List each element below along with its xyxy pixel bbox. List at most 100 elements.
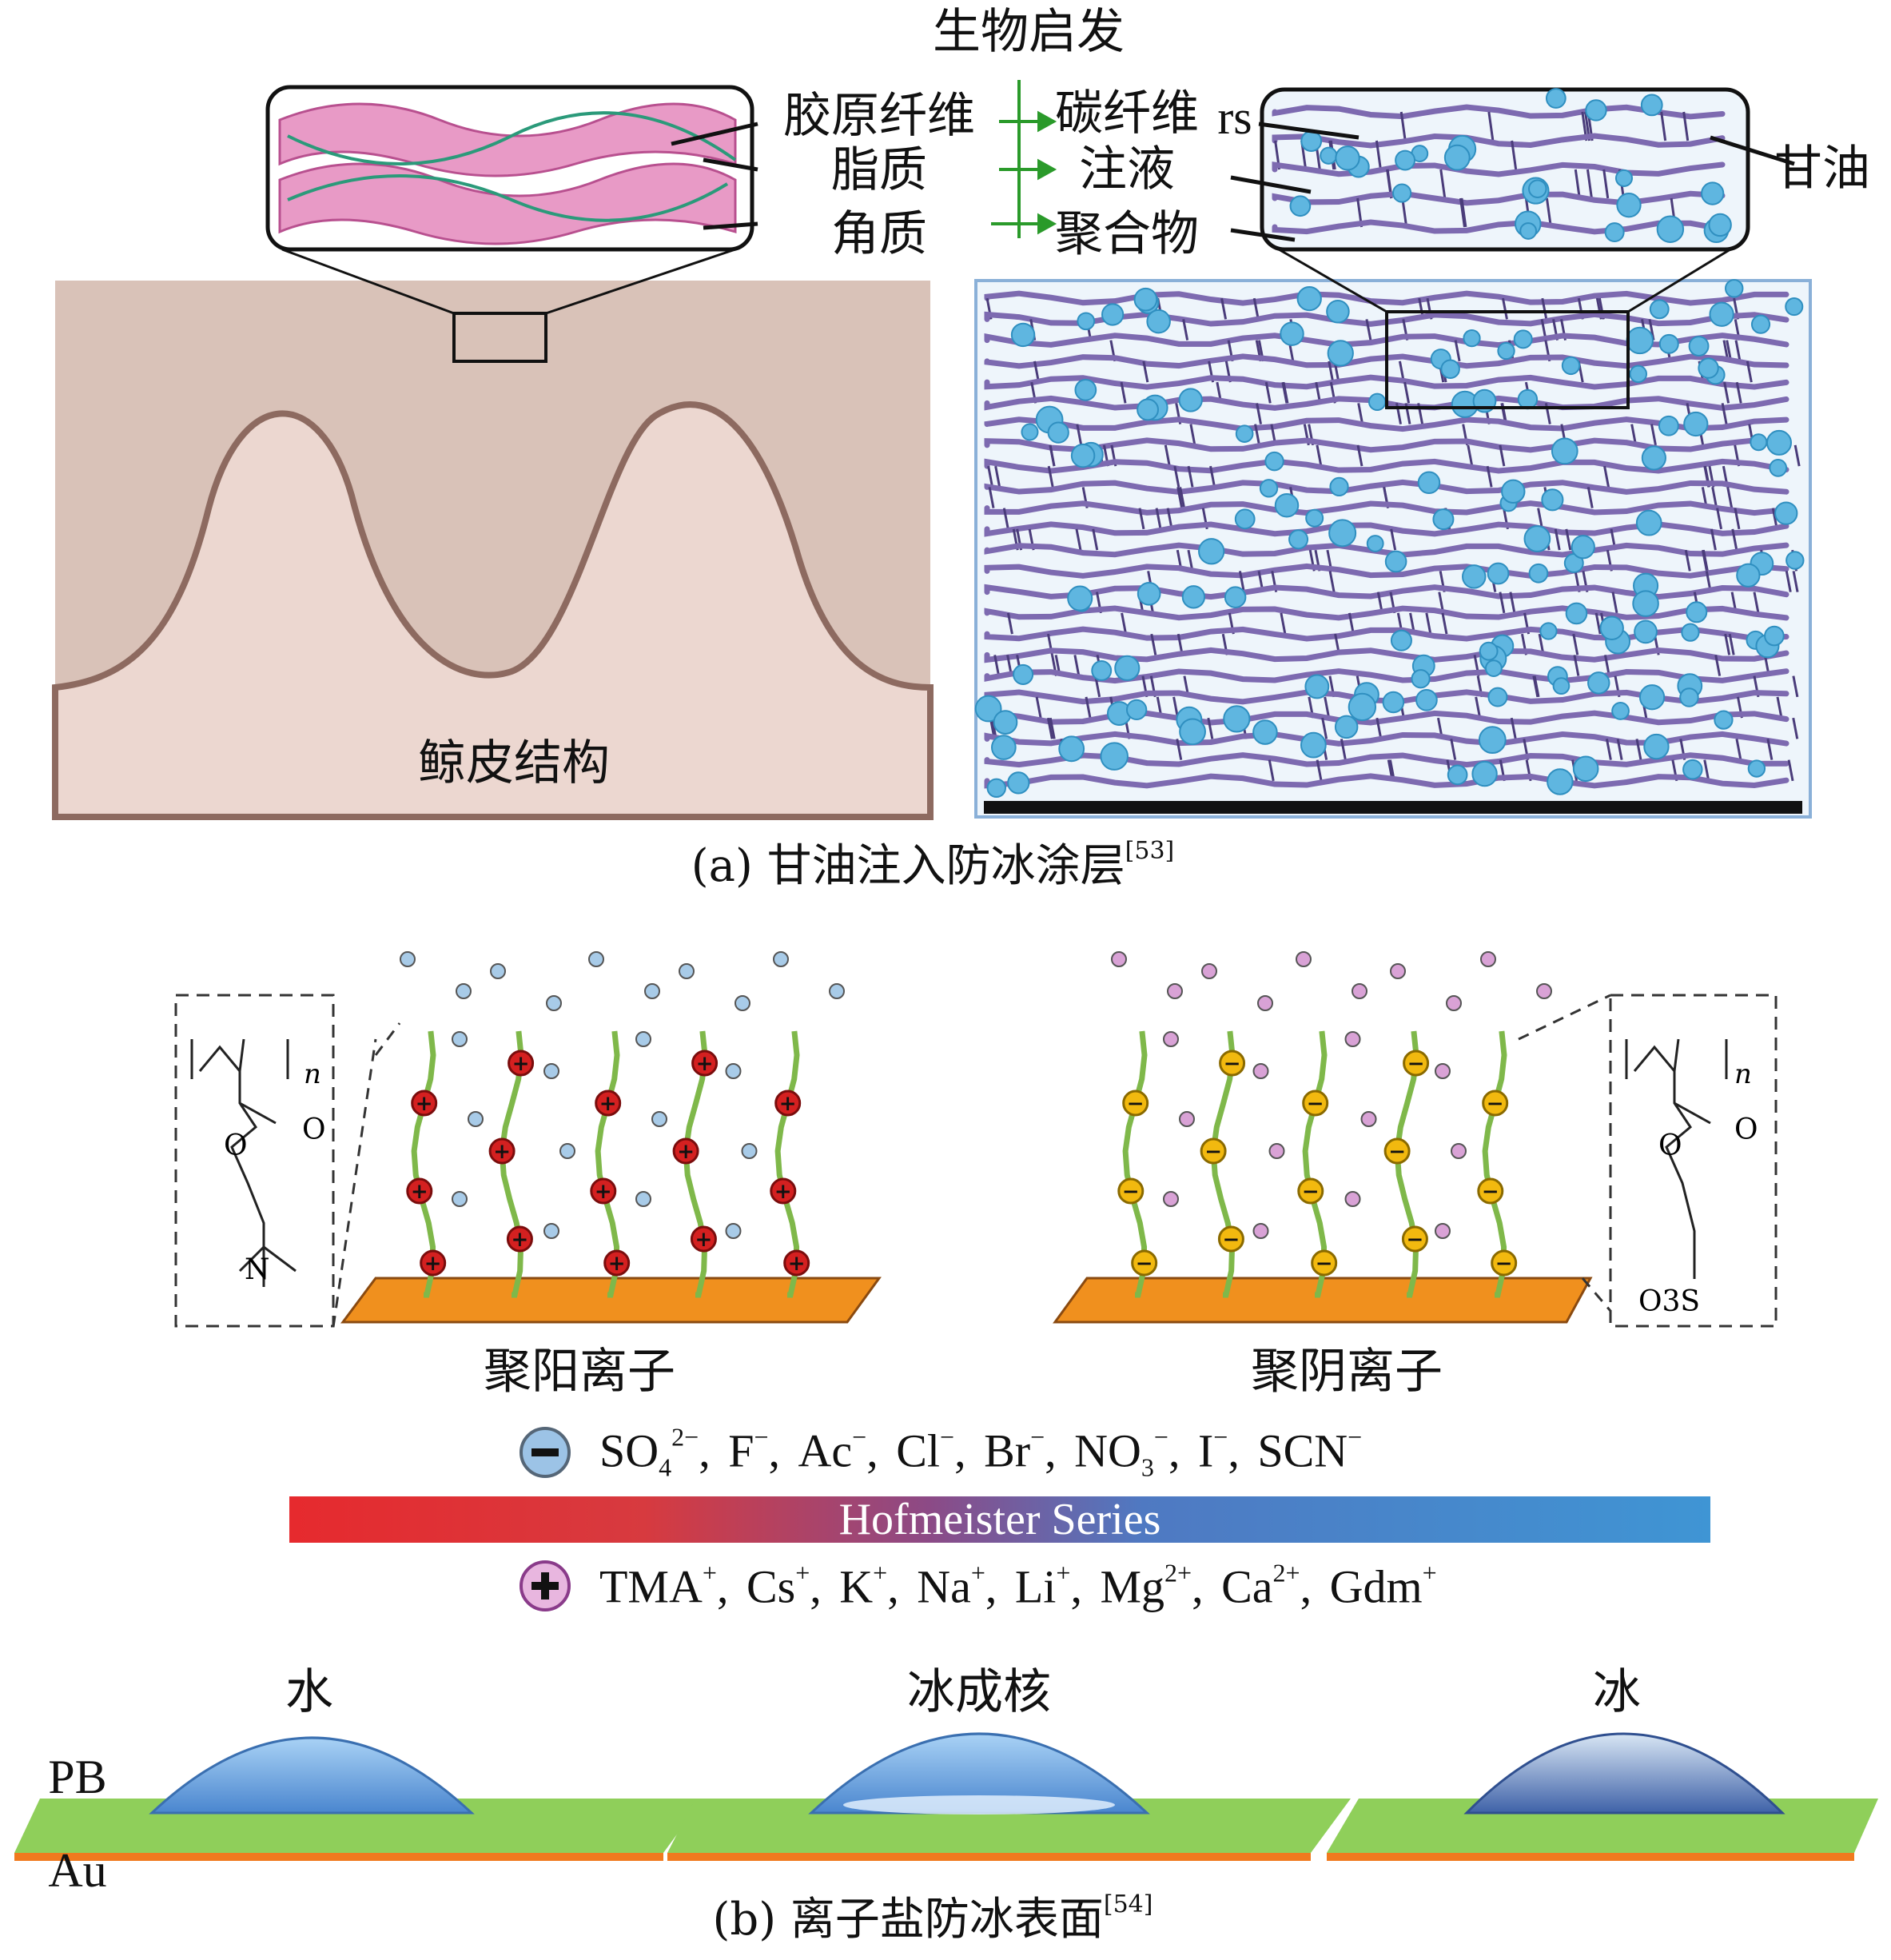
polyelectrolyte-brushes: +++++++++++++++−−−−−−−−−−−−−−−	[174, 951, 1778, 1328]
glycerol-droplet	[1519, 222, 1538, 240]
crosslink	[1467, 444, 1474, 467]
crosslink	[1075, 528, 1082, 551]
glycerol-droplet	[1641, 445, 1666, 471]
polymer-chain	[984, 353, 1789, 369]
crosslink	[1714, 655, 1722, 676]
crosslink	[1611, 592, 1618, 614]
ion-cation: Li+,	[1014, 1558, 1094, 1613]
counter-ion	[1352, 983, 1367, 999]
cation-bead	[774, 1090, 802, 1117]
crosslink	[1047, 465, 1054, 488]
crosslink	[1187, 549, 1194, 572]
crosslink	[1510, 717, 1517, 739]
charge-sign: +	[788, 1252, 806, 1276]
crosslink	[1635, 739, 1642, 760]
cation-structure-box	[174, 994, 335, 1328]
polymer-chain	[984, 374, 1789, 390]
crosslink	[1238, 571, 1245, 592]
glycerol-droplet	[1100, 742, 1129, 771]
counter-ion	[829, 983, 845, 999]
crosslink	[1616, 739, 1623, 760]
glycerol-droplet	[1635, 509, 1662, 536]
glycerol-droplet	[1070, 443, 1096, 468]
glycerol-droplet	[1367, 392, 1387, 412]
crosslink	[1701, 549, 1708, 572]
glycerol-droplet	[1487, 562, 1510, 585]
collagen-inset	[265, 85, 754, 252]
charge-sign: +	[599, 1092, 617, 1116]
glycerol-droplet	[1274, 492, 1300, 518]
glycerol-droplet	[1643, 733, 1670, 760]
glycerol-droplet	[1289, 195, 1312, 217]
charge-sign: −	[1316, 1252, 1333, 1276]
counter-ion	[1435, 1063, 1451, 1079]
glycerol-droplet	[1632, 590, 1659, 617]
crosslink	[1002, 508, 1009, 530]
glycerol-droplet	[1478, 726, 1507, 755]
glycerol-droplet	[1708, 213, 1732, 237]
crosslink	[1252, 297, 1260, 320]
label-pb: PB	[48, 1751, 107, 1803]
crosslink	[1187, 465, 1194, 488]
crosslink	[1660, 111, 1667, 141]
zoom-box	[452, 312, 547, 363]
charge-sign: −	[1223, 1228, 1240, 1252]
cation-bead	[691, 1050, 719, 1077]
polymer-chain	[984, 668, 1789, 684]
counter-ion	[1344, 1191, 1361, 1207]
glycerol-droplet	[1259, 479, 1279, 498]
ion-cation: Mg2+,	[1100, 1558, 1216, 1613]
label-collagen: 胶原纤维	[783, 88, 975, 144]
anion-bead	[1217, 1225, 1244, 1253]
crosslink	[1375, 140, 1382, 170]
crosslink	[1753, 592, 1760, 614]
charge-sign: +	[512, 1052, 530, 1076]
cation-repeat-n: n	[304, 1058, 321, 1090]
glycerol-droplet	[1327, 340, 1354, 367]
glycerol-droplet	[1714, 710, 1734, 730]
counter-ion	[1344, 1031, 1361, 1047]
charge-sign: −	[1204, 1140, 1222, 1164]
crosslink	[1723, 381, 1730, 404]
crosslink	[1046, 717, 1053, 739]
label-ice-nucleation: 冰成核	[907, 1664, 1051, 1720]
crosslink	[1220, 297, 1228, 320]
anion-bead	[1477, 1177, 1504, 1205]
crosslink	[1035, 696, 1042, 719]
charge-sign: +	[695, 1228, 713, 1252]
cation-icon	[520, 1560, 571, 1611]
polymer-brush-chain	[683, 1030, 708, 1298]
counter-ion	[651, 1111, 667, 1127]
glycerol-droplet	[1683, 411, 1709, 437]
glycerol-droplet	[1415, 688, 1438, 711]
glycerol-droplet	[1649, 299, 1670, 320]
label-au: Au	[48, 1844, 107, 1897]
crosslink	[1792, 717, 1799, 739]
glycerol-droplet	[1541, 488, 1564, 512]
crosslink	[1573, 655, 1580, 676]
crosslink	[1179, 487, 1186, 508]
anion-bead	[1403, 1050, 1430, 1077]
caption-b-text: (b) 离子盐防冰表面	[712, 1894, 1104, 1946]
glycerol-droplet	[1334, 715, 1359, 739]
polymer-chain	[1272, 219, 1726, 235]
ion-cation: TMA+,	[599, 1558, 740, 1613]
ion-anion: Cl−,	[896, 1422, 978, 1477]
glycerol-droplet	[1658, 333, 1679, 354]
crosslink	[994, 465, 1001, 488]
crosslink	[1403, 381, 1411, 404]
glycerol-droplet	[1021, 423, 1039, 441]
glycerol-droplet	[1565, 602, 1588, 625]
counter-ion	[1451, 1143, 1467, 1159]
polymer-chain	[1272, 133, 1726, 149]
glycerol-droplet	[1178, 388, 1203, 412]
crosslink	[1475, 696, 1482, 719]
crosslink	[1602, 169, 1610, 199]
crosslink	[1401, 197, 1408, 228]
glycerol-droplet	[1658, 415, 1679, 436]
glycerol-droplet	[1179, 718, 1206, 746]
label-water: 水	[285, 1664, 333, 1720]
glycerol-droplet	[1766, 429, 1792, 456]
crosslink	[1787, 759, 1794, 782]
counter-ion	[1435, 1223, 1451, 1239]
